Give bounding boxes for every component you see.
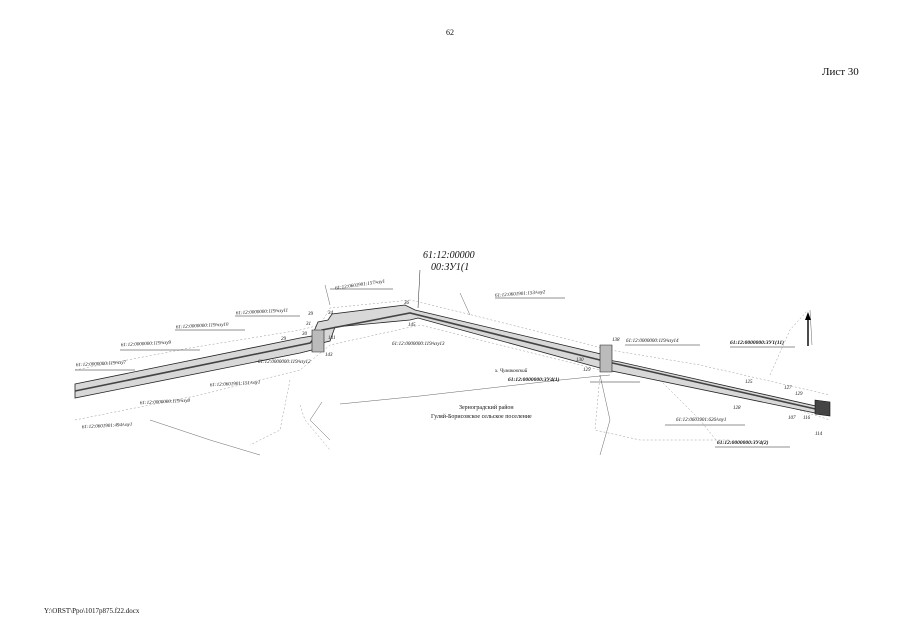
point-number: 129 (795, 392, 803, 397)
parcel-label: 61:12:0000000:119/чзу13 (392, 342, 445, 347)
parcel-label: 61:12:0000000:ЗУ4(2) (717, 440, 769, 446)
point-number: 34 (328, 311, 333, 316)
point-number: 138 (612, 338, 620, 343)
main-parcel-label-line2: 00:ЗУ1(1 (431, 262, 470, 273)
point-number: 116 (803, 416, 811, 421)
point-number: 130 (576, 358, 584, 363)
district-label: Зерноградский район (459, 405, 514, 411)
place-name: х. Чумаковский (495, 369, 528, 374)
point-number: 39 (308, 312, 313, 317)
road-lines (149, 284, 813, 456)
parcel-label: 61:12:0601901:626/чзу1 (676, 418, 727, 423)
leader-lines (75, 269, 795, 448)
point-number: 30 (302, 332, 307, 337)
file-path: Y:\ORST\Ppo\1017p875.f22.docx (44, 607, 140, 615)
point-number: 125 (745, 380, 753, 385)
point-number: 143 (325, 353, 333, 358)
main-corridor (74, 304, 831, 417)
point-number: 114 (815, 432, 823, 437)
parcel-label: 61:12:0000000:119/чзу12 (258, 360, 311, 365)
point-number: 145 (408, 323, 416, 328)
point-number: 31 (306, 322, 311, 327)
point-number: 129 (583, 368, 591, 373)
point-number: 127 (784, 386, 792, 391)
page-number: 62 (446, 28, 454, 37)
settlement-label: Гуляй-Борисовское сельское поселение (431, 414, 532, 420)
main-parcel-label-line1: 61:12:00000 (423, 250, 475, 261)
point-number: 141 (328, 336, 336, 341)
point-number: 128 (733, 406, 741, 411)
point-number: 36 (404, 301, 409, 306)
sheet-label: Лист 30 (822, 66, 859, 78)
point-number: 107 (788, 416, 796, 421)
parcel-label: 61:12:0000000:119/чзу14 (626, 339, 679, 344)
parcel-label: 61:12:0000000:ЗУ1(11) (730, 340, 784, 346)
north-arrow-icon (805, 312, 811, 346)
parcel-label: 61:12:0000000:ЗУ4(1) (508, 377, 560, 383)
point-number: 29 (281, 337, 286, 342)
